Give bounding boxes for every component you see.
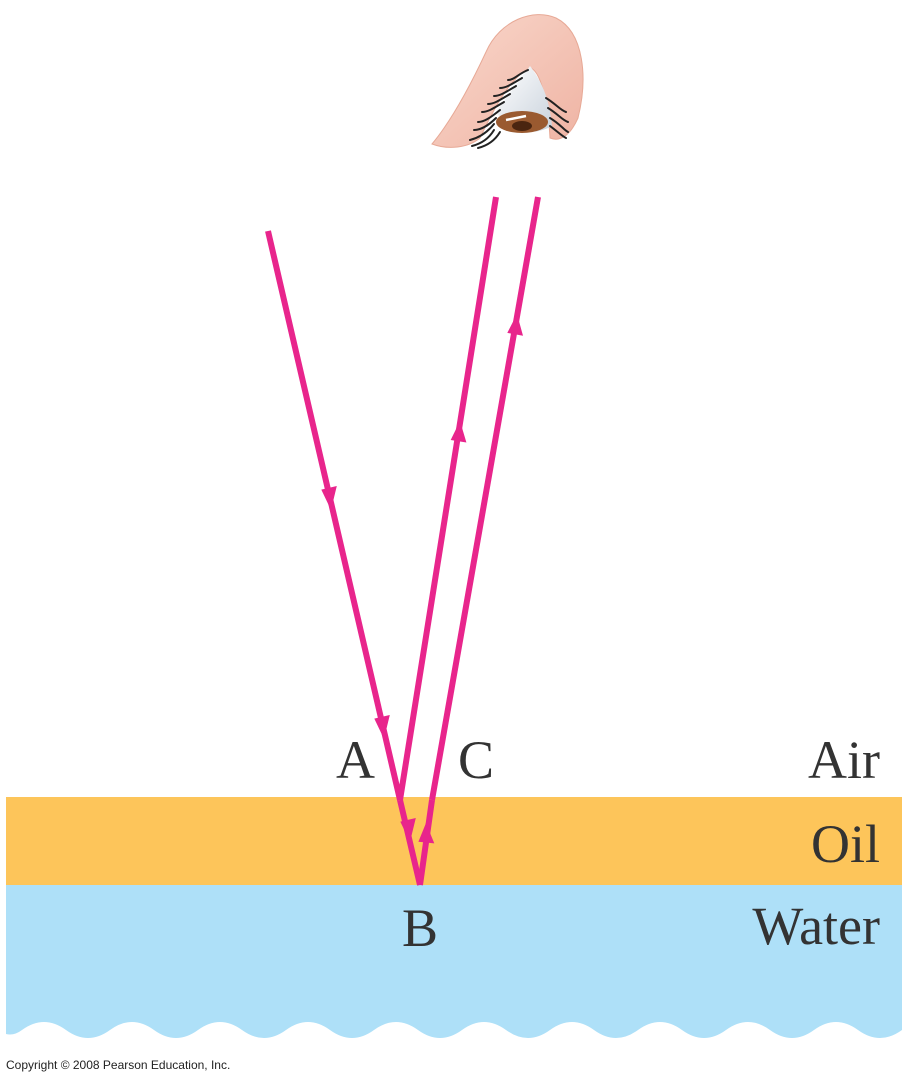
arrowhead-oil-down — [400, 818, 416, 842]
arrowhead-incident-1 — [321, 486, 337, 510]
copyright-notice: Copyright © 2008 Pearson Education, Inc. — [6, 1058, 230, 1072]
light-rays — [265, 196, 541, 886]
water-layer — [6, 885, 902, 1038]
reflected-ray-c — [429, 196, 541, 801]
arrowhead-reflected-a — [450, 421, 467, 443]
eye-icon — [431, 14, 584, 149]
oil-label: Oil — [811, 814, 880, 874]
water-label: Water — [752, 896, 880, 956]
incident-ray — [265, 230, 403, 801]
point-c-label: C — [458, 730, 494, 790]
point-b-label: B — [402, 898, 438, 958]
arrowhead-oil-up — [418, 823, 435, 844]
oil-layer — [6, 797, 902, 885]
air-label: Air — [808, 730, 880, 790]
reflected-ray-a — [397, 196, 499, 801]
arrowhead-reflected-c — [507, 314, 523, 336]
ray-arrowheads — [321, 314, 523, 844]
refracted-ray-down — [397, 799, 423, 886]
arrowhead-incident-2 — [374, 715, 390, 739]
point-a-label: A — [336, 730, 375, 790]
